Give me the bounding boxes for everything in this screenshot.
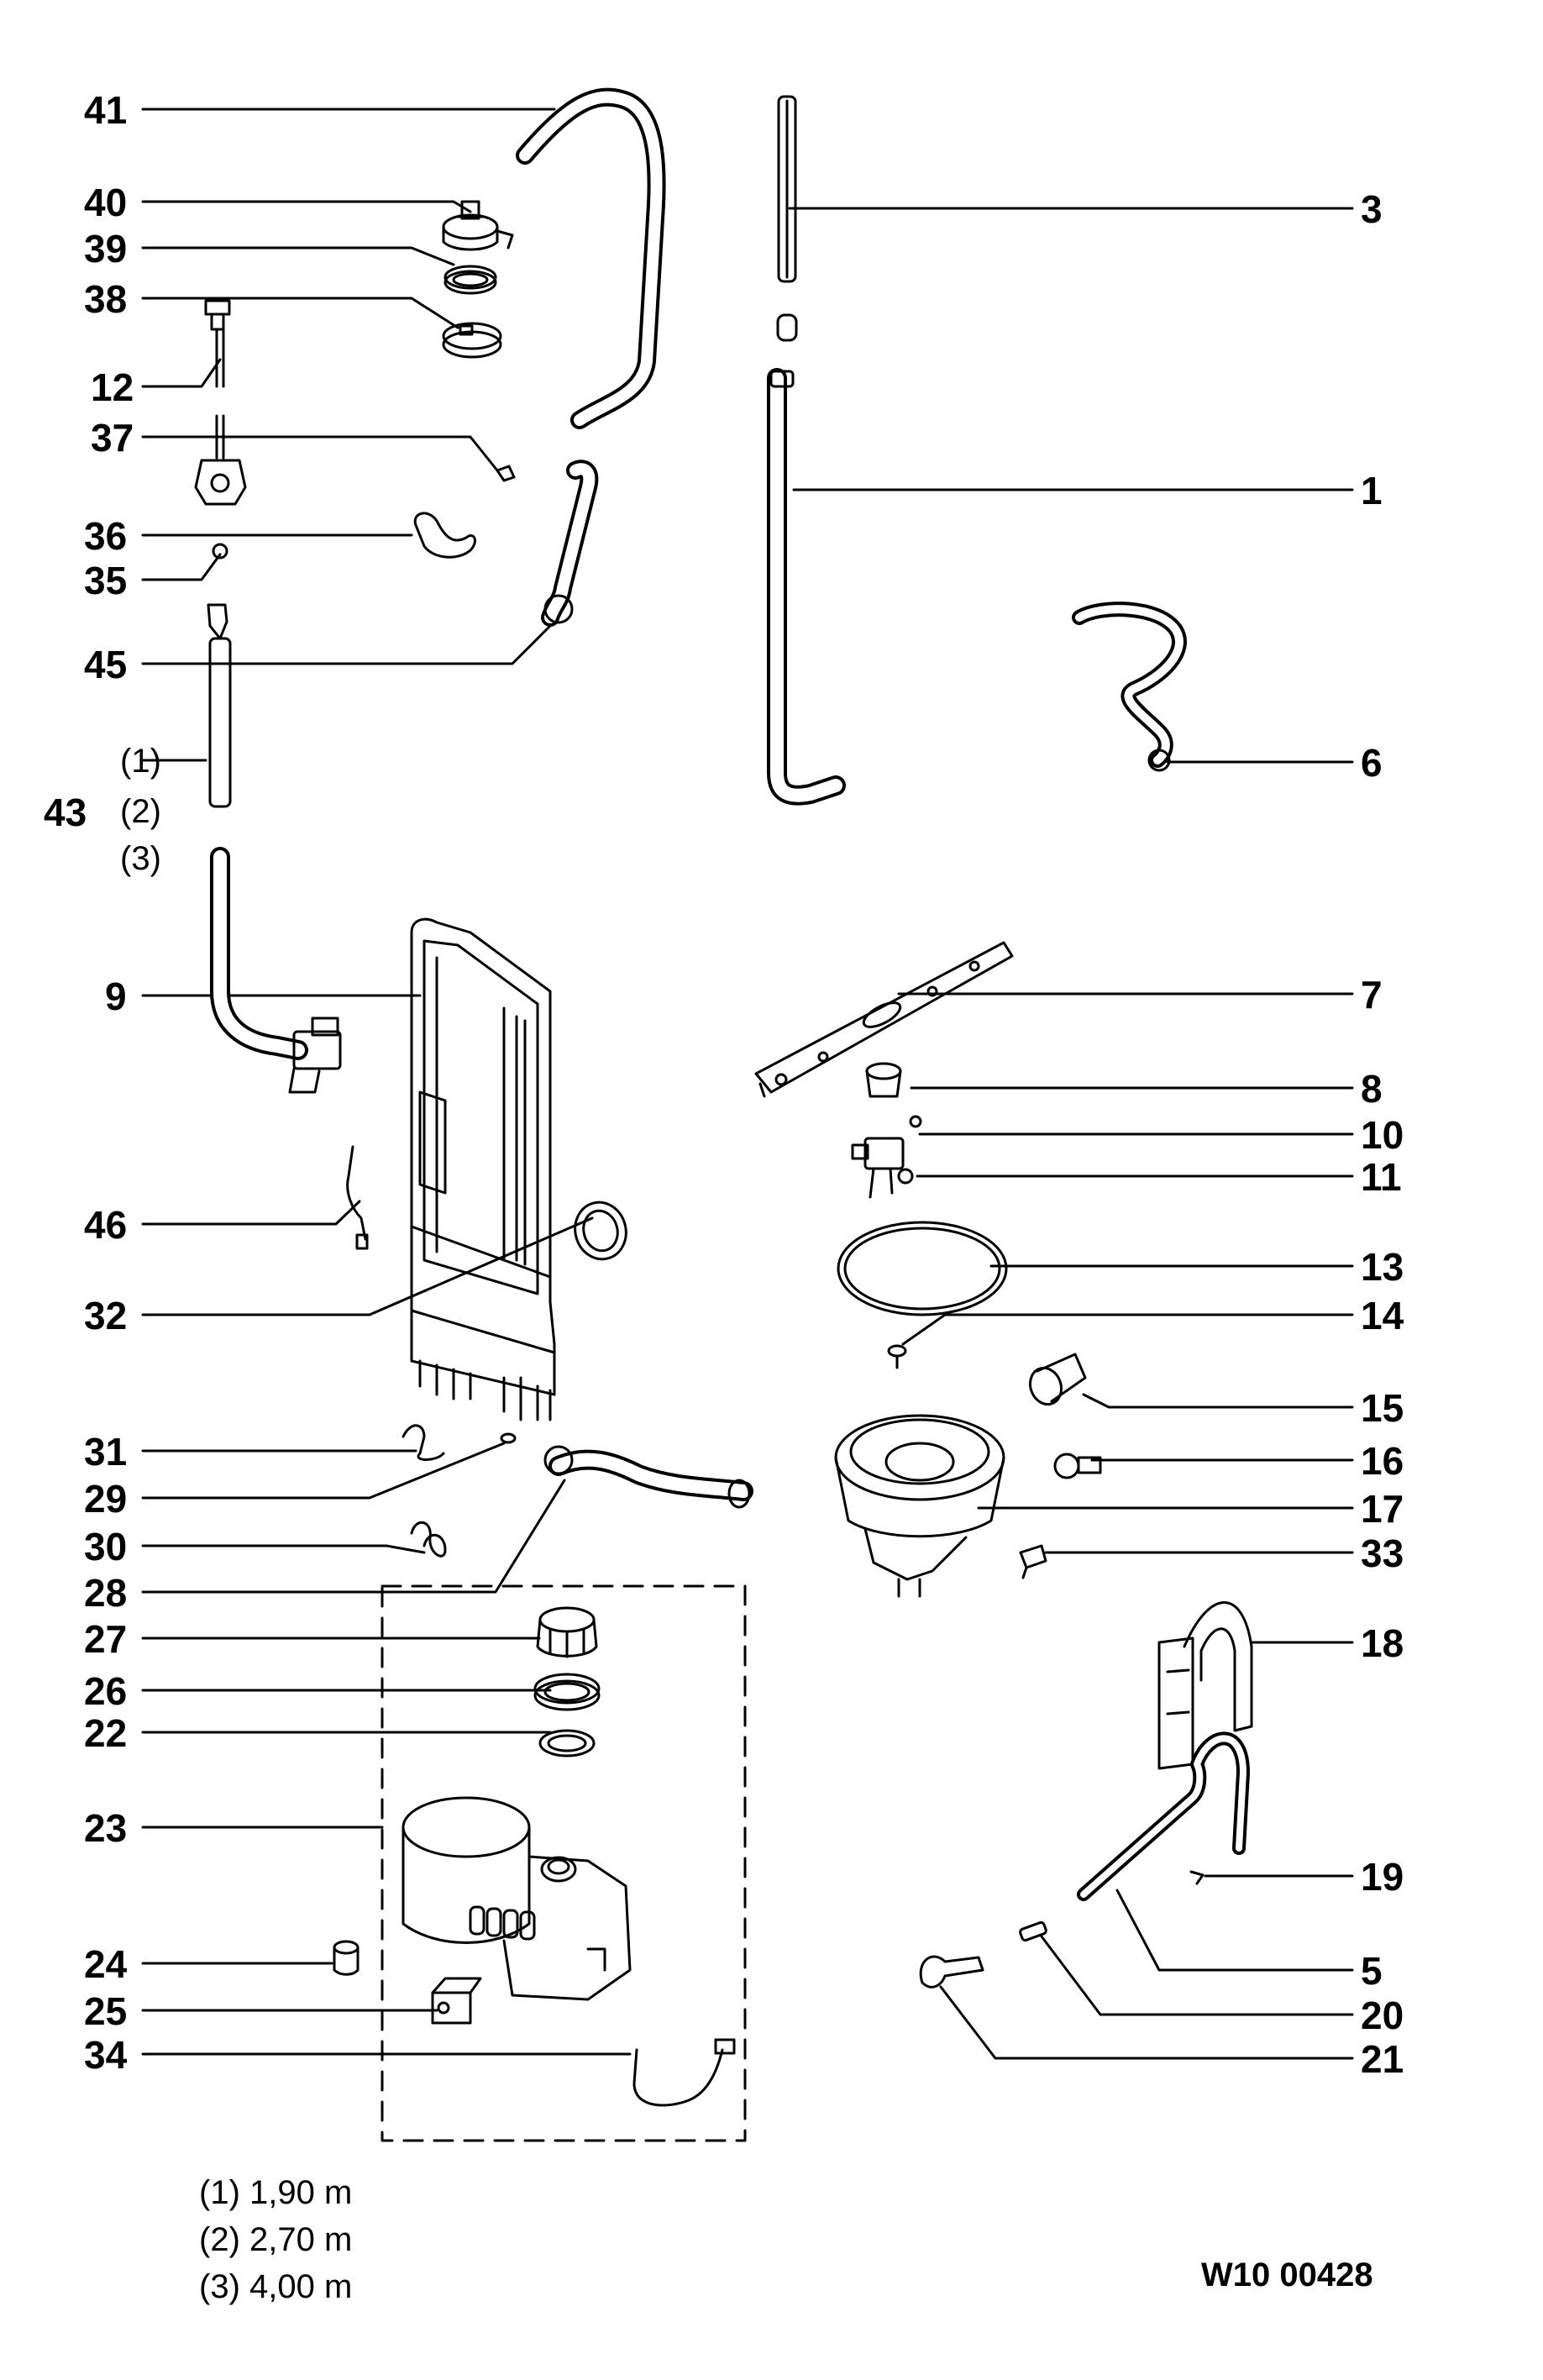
part-16-bolt: [1053, 1453, 1102, 1479]
drawing-code: W10 00428: [1201, 2257, 1373, 2293]
part-34-cable: [632, 2038, 736, 2107]
callout-22: 22: [84, 1711, 128, 1755]
leader-lines-right: [788, 207, 1354, 2060]
part-40-valve: [442, 200, 514, 251]
part-46-cable: [346, 1145, 369, 1250]
part-19-clip: [1189, 1870, 1204, 1885]
callout-34: 34: [84, 2033, 128, 2077]
part-12-sensor: [204, 299, 231, 388]
callout-35: 35: [84, 559, 128, 602]
callout-38: 38: [84, 277, 128, 321]
callout-39: 39: [84, 227, 128, 271]
callout-14: 14: [1361, 1294, 1404, 1337]
part-17-sump: [834, 1414, 1005, 1598]
callout-21: 21: [1361, 2037, 1404, 2081]
callout-37: 37: [91, 416, 134, 460]
callout-12: 12: [91, 365, 134, 409]
length-note-2: (2) 2,70 m: [199, 2221, 353, 2258]
part-43-hose-lower: [210, 847, 342, 1094]
callout-6: 6: [1361, 741, 1383, 785]
leader-lines-left: [139, 108, 632, 2056]
part-38-clamp: [442, 322, 502, 359]
part-36-clip: [413, 512, 476, 559]
callout-7: 7: [1361, 973, 1383, 1017]
callout-43: 43: [44, 791, 87, 834]
part-8-nozzle: [865, 1062, 902, 1098]
part-11-valve: [851, 1137, 914, 1199]
part-10-screw: [909, 1115, 922, 1128]
part-37-bracket: [194, 414, 516, 506]
callout-26: 26: [84, 1669, 128, 1713]
callout-3: 3: [1361, 187, 1383, 231]
callout-11: 11: [1361, 1155, 1402, 1199]
callout-45: 45: [84, 643, 128, 686]
hose-variant-1: (1): [120, 743, 161, 780]
part-5-rod: [1077, 1731, 1250, 1901]
part-14-screw: [887, 1344, 907, 1369]
callout-5: 5: [1361, 1949, 1383, 1993]
callout-9: 9: [105, 975, 127, 1018]
part-45-hose: [541, 460, 599, 627]
callout-25: 25: [84, 1989, 128, 2033]
hose-variant-2: (2): [120, 793, 161, 830]
softener-group-box: [381, 1584, 747, 2142]
part-23-tank: [401, 1796, 632, 2001]
callout-28: 28: [84, 1571, 128, 1615]
callout-40: 40: [84, 181, 128, 224]
part-25-switch: [431, 1977, 482, 2025]
length-note-3: (3) 4,00 m: [199, 2268, 353, 2305]
part-1-tube: [767, 368, 846, 806]
callout-15: 15: [1361, 1386, 1404, 1430]
part-43-hose-upper: [207, 603, 232, 808]
callout-41: 41: [84, 88, 128, 132]
callout-16: 16: [1361, 1439, 1404, 1483]
part-21-hook: [919, 1955, 984, 1989]
callout-46: 46: [84, 1203, 128, 1247]
callout-8: 8: [1361, 1067, 1383, 1111]
callout-36: 36: [84, 514, 128, 558]
part-3-tube: [777, 95, 797, 283]
part-6-pipe: [1072, 602, 1187, 772]
callout-29: 29: [84, 1477, 128, 1521]
length-note-1: (1) 1,90 m: [199, 2174, 353, 2211]
part-15-connector: [1028, 1353, 1087, 1406]
part-30-clip: [410, 1521, 447, 1558]
callout-30: 30: [84, 1525, 128, 1568]
part-31-clip: [401, 1424, 445, 1461]
part-41-hose: [516, 87, 666, 429]
callout-20: 20: [1361, 1994, 1404, 2037]
callout-32: 32: [84, 1294, 128, 1337]
callout-24: 24: [84, 1942, 128, 1986]
callout-17: 17: [1361, 1487, 1404, 1531]
part-29-ring: [500, 1432, 517, 1444]
part-24-cylinder: [333, 1940, 360, 1976]
part-27-cap: [536, 1606, 598, 1658]
part-28-hose: [543, 1445, 753, 1509]
callout-33: 33: [1361, 1532, 1404, 1575]
callout-10: 10: [1361, 1113, 1404, 1157]
callout-18: 18: [1361, 1621, 1404, 1665]
part-32-seal: [574, 1201, 627, 1261]
part-35-nut: [212, 543, 228, 560]
callout-1: 1: [1361, 469, 1383, 512]
part-9-panel: [410, 917, 556, 1421]
part-33-clip: [1019, 1544, 1047, 1579]
part-39-ring: [443, 265, 497, 295]
callout-13: 13: [1361, 1245, 1404, 1289]
coupling: [776, 313, 798, 342]
part-26-ring: [533, 1673, 601, 1711]
callout-23: 23: [84, 1806, 128, 1850]
part-20-pin: [1019, 1920, 1047, 1942]
part-13-oring: [837, 1221, 1008, 1316]
callout-31: 31: [84, 1430, 128, 1474]
callout-27: 27: [84, 1617, 128, 1661]
part-7-spray-arm: [754, 941, 1014, 1098]
part-22-gasket: [538, 1729, 596, 1757]
hose-variant-3: (3): [120, 840, 161, 877]
callout-19: 19: [1361, 1855, 1404, 1899]
